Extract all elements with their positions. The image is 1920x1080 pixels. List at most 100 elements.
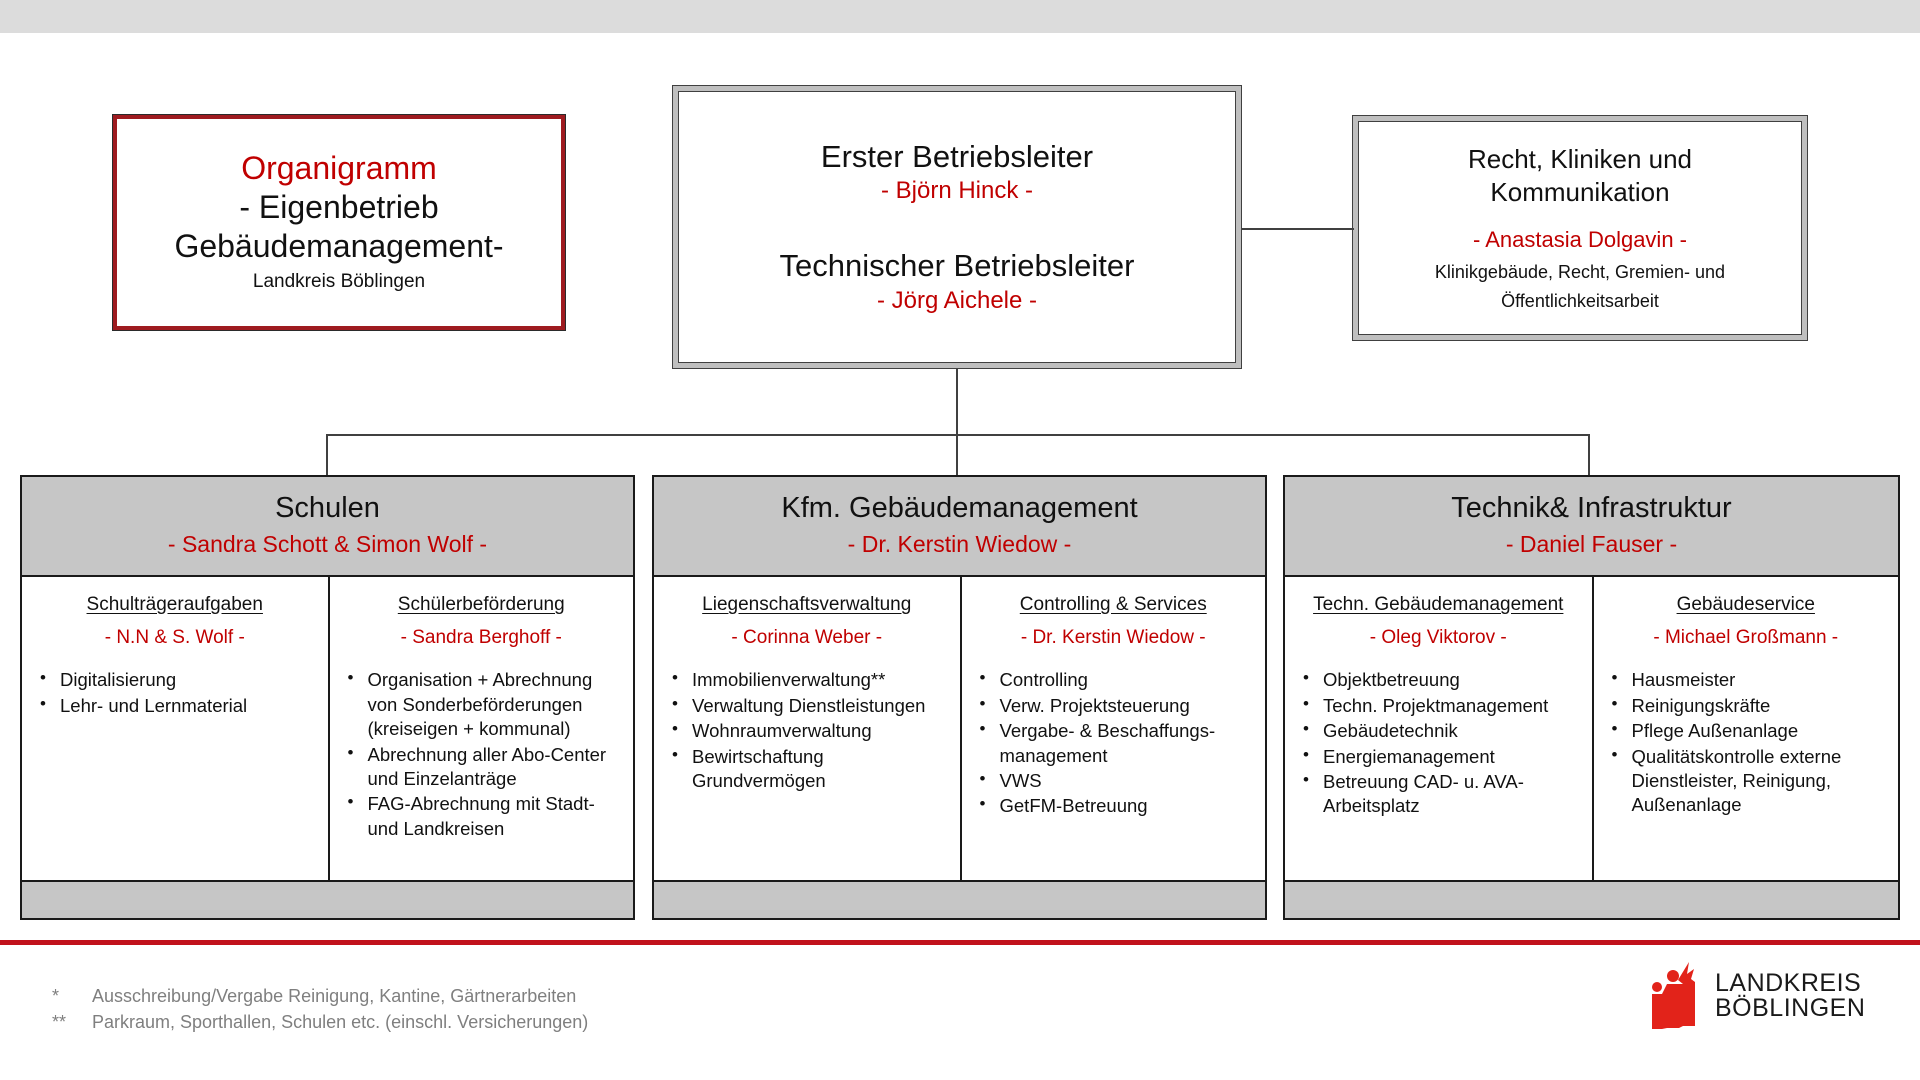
subunit-schultraegeraufgaben: Schulträgeraufgaben - N.N & S. Wolf - Di… [22, 577, 328, 880]
subunit-liegenschaftsverwaltung-lead: - Corinna Weber - [731, 626, 883, 648]
subunit-gebaeudeservice-title: Gebäudeservice [1676, 594, 1815, 615]
subunit-techn-gebaeudemanagement: Techn. Gebäudemanagement - Oleg Viktorov… [1285, 577, 1592, 880]
subunit-controlling-services-list: Controlling Verw. Projektsteuerung Verga… [972, 667, 1256, 819]
subunit-schultraegeraufgaben-lead: - N.N & S. Wolf - [104, 626, 245, 648]
organigramm-subtitle-line2: Gebäudemanagement- [174, 227, 504, 264]
organigramm-heading: Organigramm [241, 149, 437, 186]
red-divider-line [0, 940, 1920, 945]
department-kfm-footer [654, 880, 1265, 918]
list-item: Reinigungskräfte [1608, 693, 1889, 718]
three-figures-logo-icon [1652, 962, 1695, 1029]
connector-leader-down [956, 369, 958, 435]
list-item: Vergabe- & Beschaffungs-management [976, 718, 1256, 768]
subunit-techn-gebaeudemanagement-lead: - Oleg Viktorov - [1369, 626, 1507, 648]
erster-betriebsleiter-role: Erster Betriebsleiter [820, 138, 1094, 174]
department-kfm-lead: - Dr. Kerstin Wiedow - [847, 531, 1072, 558]
subunit-techn-gebaeudemanagement-list: Objektbetreuung Techn. Projektmanagement… [1295, 667, 1582, 819]
department-kfm-header: Kfm. Gebäudemanagement - Dr. Kerstin Wie… [654, 477, 1265, 577]
department-technik-footer [1285, 880, 1898, 918]
subunit-gebaeudeservice: Gebäudeservice - Michael Großmann - Haus… [1591, 577, 1899, 880]
list-item: Energiemanagement [1299, 744, 1582, 769]
technischer-betriebsleiter-role: Technischer Betriebsleiter [779, 248, 1135, 283]
organigramm-subtitle-line1: - Eigenbetrieb [239, 188, 439, 225]
subunit-controlling-services-title: Controlling & Services [1019, 594, 1207, 615]
subunit-schuelerbefoerderung-list: Organisation + Abrechnung von Sonderbefö… [340, 667, 624, 842]
list-item: Digitalisierung [36, 667, 318, 692]
list-item: Abrechnung aller Abo-Center und Einzelan… [344, 742, 624, 792]
recht-lead-name: - Anastasia Dolgavin - [1473, 227, 1687, 253]
betriebsleiter-box: Erster Betriebsleiter - Björn Hinck - Te… [672, 85, 1242, 369]
landkreis-boeblingen-logo: LANDKREIS BÖBLINGEN [1645, 960, 1865, 1032]
recht-kliniken-box-inner: Recht, Kliniken und Kommunikation - Anas… [1358, 121, 1802, 335]
list-item: Bewirtschaftung Grundvermögen [668, 744, 950, 794]
department-technik-title: Technik& Infrastruktur [1451, 491, 1732, 524]
subunit-schultraegeraufgaben-list: Digitalisierung Lehr- und Lernmaterial [32, 667, 318, 719]
list-item: Betreuung CAD- u. AVA-Arbeitsplatz [1299, 769, 1582, 819]
list-item: Techn. Projektmanagement [1299, 693, 1582, 718]
organigramm-title-box: Organigramm - Eigenbetrieb Gebäudemanage… [112, 114, 566, 331]
footnote-marker: ** [52, 1012, 67, 1032]
recht-desc-line1: Klinikgebäude, Recht, Gremien- und [1434, 261, 1726, 282]
subunit-liegenschaftsverwaltung-list: Immobilienverwaltung** Verwaltung Dienst… [664, 667, 950, 794]
list-item: Qualitätskontrolle externe Dienstleister… [1608, 744, 1889, 818]
recht-desc-line2: Öffentlichkeitsarbeit [1501, 290, 1659, 311]
subunit-schuelerbefoerderung-lead: - Sandra Berghoff - [400, 626, 562, 648]
department-schulen-title: Schulen [275, 491, 380, 524]
subunit-schultraegeraufgaben-title: Schulträgeraufgaben [86, 594, 263, 615]
list-item: Verwaltung Dienstleistungen [668, 693, 950, 718]
list-item: Gebäudetechnik [1299, 718, 1582, 743]
subunit-schuelerbefoerderung: Schülerbeförderung - Sandra Berghoff - O… [327, 577, 634, 880]
recht-title-line1: Recht, Kliniken und [1467, 144, 1693, 175]
recht-kliniken-kommunikation-box: Recht, Kliniken und Kommunikation - Anas… [1352, 115, 1808, 341]
connector-drop-kfm [956, 434, 958, 476]
list-item: Pflege Außenanlage [1608, 718, 1889, 743]
logo-wordmark: LANDKREIS BÖBLINGEN [1715, 971, 1865, 1021]
list-item: Hausmeister [1608, 667, 1889, 692]
footnote-marker: * [52, 986, 60, 1006]
connector-drop-schulen [326, 434, 328, 476]
organigramm-district: Landkreis Böblingen [252, 270, 426, 292]
technischer-betriebsleiter-name: - Jörg Aichele - [876, 286, 1038, 314]
footnote-row: ** Parkraum, Sporthallen, Schulen etc. (… [52, 1012, 588, 1033]
subunit-techn-gebaeudemanagement-title: Techn. Gebäudemanagement [1313, 594, 1564, 615]
department-technik-header: Technik& Infrastruktur - Daniel Fauser - [1285, 477, 1898, 577]
subunit-controlling-services: Controlling & Services - Dr. Kerstin Wie… [959, 577, 1266, 880]
department-kfm-title: Kfm. Gebäudemanagement [781, 491, 1138, 524]
list-item: Wohnraumverwaltung [668, 718, 950, 743]
department-technik-body: Techn. Gebäudemanagement - Oleg Viktorov… [1285, 577, 1898, 880]
list-item: VWS [976, 768, 1256, 793]
footnotes: * Ausschreibung/Vergabe Reinigung, Kanti… [52, 986, 588, 1038]
top-gray-band [0, 0, 1920, 33]
subunit-liegenschaftsverwaltung-title: Liegenschaftsverwaltung [702, 594, 912, 615]
subunit-schuelerbefoerderung-title: Schülerbeförderung [397, 594, 565, 615]
footnote-text: Parkraum, Sporthallen, Schulen etc. (ein… [92, 1012, 589, 1032]
department-kfm-body: Liegenschaftsverwaltung - Corinna Weber … [654, 577, 1265, 880]
department-schulen-footer [22, 880, 633, 918]
connector-drop-technik [1588, 434, 1590, 476]
department-kfm-gebaeudemanagement: Kfm. Gebäudemanagement - Dr. Kerstin Wie… [652, 475, 1267, 920]
logo-line-2: BÖBLINGEN [1715, 994, 1866, 1022]
subunit-liegenschaftsverwaltung: Liegenschaftsverwaltung - Corinna Weber … [654, 577, 960, 880]
department-schulen-header: Schulen - Sandra Schott & Simon Wolf - [22, 477, 633, 577]
logo-line-1: LANDKREIS [1715, 969, 1862, 997]
subunit-gebaeudeservice-list: Hausmeister Reinigungskräfte Pflege Auße… [1604, 667, 1889, 818]
department-technik-infrastruktur: Technik& Infrastruktur - Daniel Fauser -… [1283, 475, 1900, 920]
list-item: FAG-Abrechnung mit Stadt- und Landkreise… [344, 791, 624, 841]
subunit-gebaeudeservice-lead: - Michael Großmann - [1653, 626, 1839, 648]
list-item: Immobilienverwaltung** [668, 667, 950, 692]
connector-leader-to-legal [1242, 228, 1354, 230]
department-schulen-lead: - Sandra Schott & Simon Wolf - [167, 531, 488, 558]
list-item: Lehr- und Lernmaterial [36, 693, 318, 718]
footnote-text: Ausschreibung/Vergabe Reinigung, Kantine… [92, 986, 577, 1006]
recht-title-line2: Kommunikation [1490, 176, 1670, 207]
department-technik-lead: - Daniel Fauser - [1505, 531, 1678, 558]
list-item: GetFM-Betreuung [976, 793, 1256, 818]
erster-betriebsleiter-name: - Björn Hinck - [880, 177, 1034, 205]
department-schulen-body: Schulträgeraufgaben - N.N & S. Wolf - Di… [22, 577, 633, 880]
footnote-row: * Ausschreibung/Vergabe Reinigung, Kanti… [52, 986, 588, 1007]
list-item: Verw. Projektsteuerung [976, 693, 1256, 718]
department-schulen: Schulen - Sandra Schott & Simon Wolf - S… [20, 475, 635, 920]
subunit-controlling-services-lead: - Dr. Kerstin Wiedow - [1020, 626, 1206, 648]
list-item: Organisation + Abrechnung von Sonderbefö… [344, 667, 624, 741]
